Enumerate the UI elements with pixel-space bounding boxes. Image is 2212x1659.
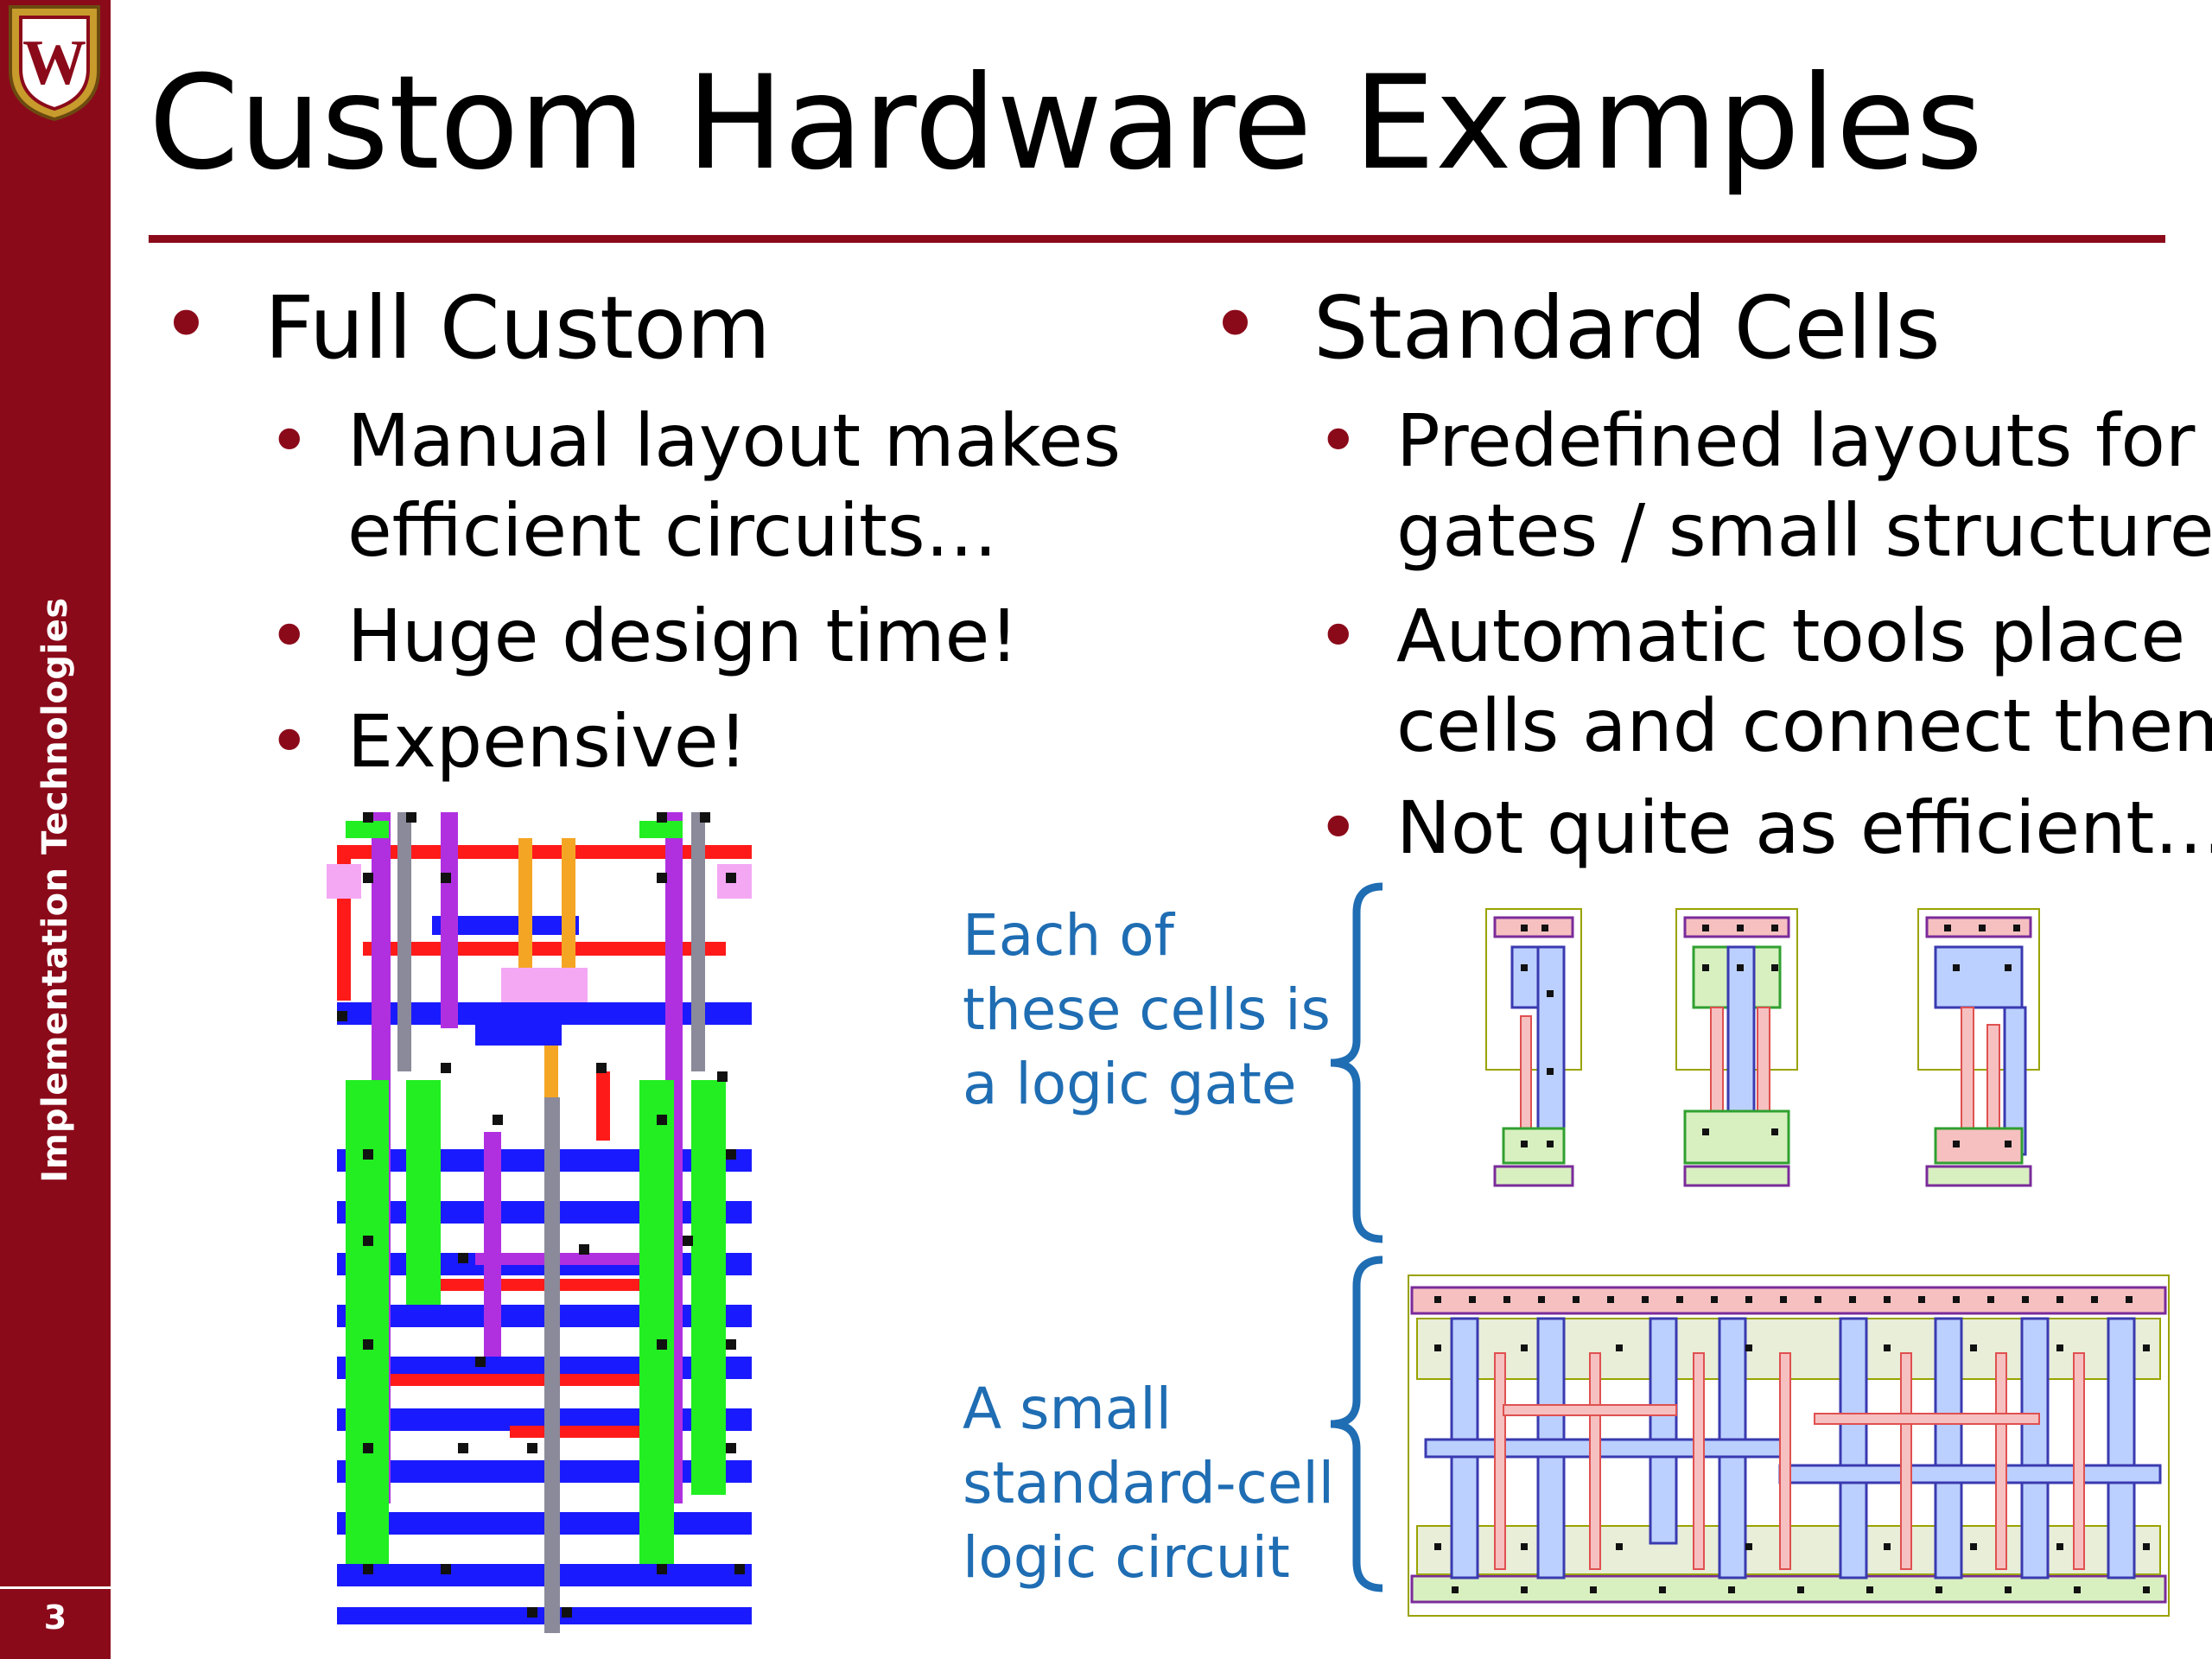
page-number-divider <box>0 1586 111 1589</box>
annotation-line: these cells is <box>963 976 1331 1043</box>
crest-letter: W <box>22 28 86 99</box>
full-custom-layout-image <box>311 786 778 1633</box>
bullet-line: efficient circuits… <box>347 488 998 573</box>
slide-title: Custom Hardware Examples <box>149 48 1984 199</box>
circuit-annotation: A small standard-cell logic circuit <box>963 1372 1334 1595</box>
annotation-line: a logic gate <box>963 1051 1297 1117</box>
bullet-full-custom: • Full Custom <box>161 282 771 372</box>
page-number: 3 <box>43 1599 67 1637</box>
sub-bullet-manual-layout: • Manual layout makes efficient circuits… <box>268 396 1122 575</box>
bullet-line: Predefined layouts for <box>1396 398 2196 483</box>
sub-bullet-predefined: • Predefined layouts for gates / small s… <box>1317 396 2212 575</box>
bullet-icon: • <box>161 274 212 375</box>
bullet-icon: • <box>1317 594 1360 678</box>
standard-cell-circuit-image <box>1400 1267 2177 1624</box>
bullet-standard-cells: • Standard Cells <box>1210 282 1941 372</box>
annotation-line: logic circuit <box>963 1524 1290 1591</box>
sub-bullet-expensive: • Expensive! <box>268 696 748 786</box>
university-crest-logo: W <box>9 5 100 122</box>
bullet-icon: • <box>1210 274 1261 375</box>
bullet-text: Standard Cells <box>1313 277 1941 378</box>
annotation-line: Each of <box>963 902 1174 969</box>
circuit-brace <box>1330 1255 1383 1592</box>
bullet-line: Automatic tools place <box>1396 594 2186 678</box>
cells-brace <box>1330 882 1383 1243</box>
bullet-line: gates / small structures <box>1396 488 2212 573</box>
bullet-icon: • <box>268 699 311 784</box>
annotation-line: standard-cell <box>963 1450 1335 1516</box>
bullet-icon: • <box>1317 785 1360 870</box>
cells-annotation: Each of these cells is a logic gate <box>963 899 1331 1122</box>
sub-bullet-automatic-tools: • Automatic tools place cells and connec… <box>1317 591 2212 771</box>
bullet-line: Expensive! <box>347 699 748 784</box>
section-label: Implementation Technologies <box>35 597 75 1183</box>
bullet-icon: • <box>268 594 311 678</box>
sub-bullet-design-time: • Huge design time! <box>268 591 1019 681</box>
sidebar: W Implementation Technologies 3 <box>0 0 111 1659</box>
bullet-line: Not quite as efficient… <box>1396 785 2212 870</box>
bullet-icon: • <box>268 398 311 483</box>
standard-cell-1 <box>1485 908 1582 1071</box>
annotation-line: A small <box>963 1376 1172 1442</box>
sub-bullet-not-efficient: • Not quite as efficient… <box>1317 783 2212 873</box>
bullet-line: Huge design time! <box>347 594 1019 678</box>
bullet-icon: • <box>1317 398 1360 483</box>
title-divider <box>149 235 2165 243</box>
bullet-text: Full Custom <box>264 277 771 378</box>
standard-cells-image <box>1469 895 2074 1215</box>
bullet-line: Manual layout makes <box>347 398 1122 483</box>
bullet-line: cells and connect them <box>1396 683 2212 768</box>
